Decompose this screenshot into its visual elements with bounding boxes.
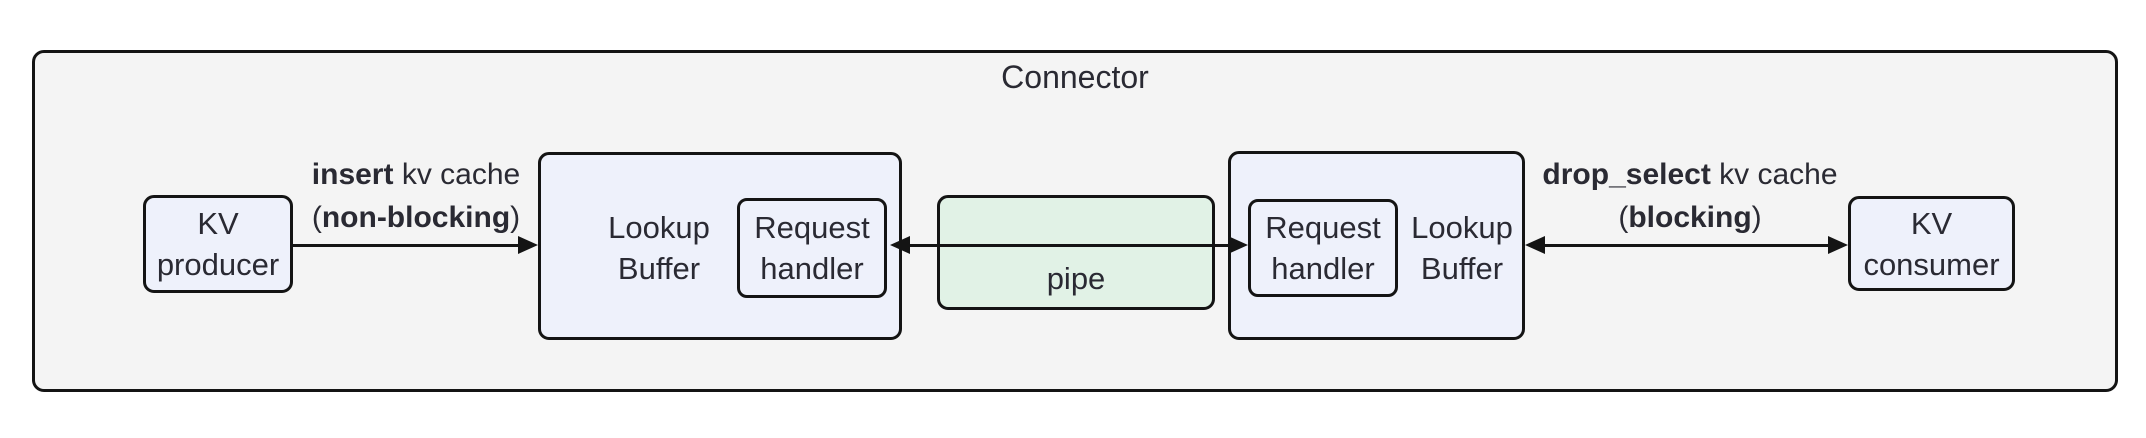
- lookup-buffer-right-label-line1: Lookup: [1411, 210, 1513, 245]
- lookup-buffer-left-label-line1: Lookup: [608, 210, 710, 245]
- drop-select-edge-label-line1: drop_select kv cache: [1542, 158, 1838, 191]
- drop-select-arrow-line: [1543, 244, 1830, 247]
- kv-producer-label-line1: KV: [197, 206, 239, 241]
- request-handler-left-label-line2: handler: [760, 251, 864, 286]
- connector-title: Connector: [1001, 59, 1149, 95]
- request-handler-left-node: Request handler: [737, 198, 887, 298]
- request-handler-left-label-line1: Request: [754, 210, 870, 245]
- lookup-buffer-left-label-line2: Buffer: [617, 251, 701, 286]
- lookup-buffer-left-node: Lookup Buffer Request handler: [538, 152, 902, 340]
- lookup-buffer-right-node: Request handler Lookup Buffer: [1228, 151, 1525, 340]
- drop-select-edge-label: drop_select kv cache (blocking): [1528, 153, 1852, 239]
- kv-consumer-label-line2: consumer: [1863, 246, 2000, 282]
- insert-edge-label-line2: (non-blocking): [311, 201, 521, 234]
- lookup-buffer-right-label: Lookup Buffer: [1401, 199, 1523, 297]
- insert-edge-label-line1: insert kv cache: [311, 158, 521, 191]
- kv-producer-label-line2: producer: [156, 247, 280, 282]
- request-handler-right-label-line1: Request: [1265, 210, 1381, 245]
- pipe-arrow-line: [908, 244, 1230, 247]
- lookup-buffer-left-label: Lookup Buffer: [579, 198, 739, 298]
- drop-select-edge-label-line2: (blocking): [1618, 201, 1762, 234]
- pipe-arrowhead-right-icon: [1228, 236, 1248, 254]
- drop-select-arrowhead-left-icon: [1525, 236, 1545, 254]
- pipe-arrowhead-left-icon: [890, 236, 910, 254]
- kv-consumer-label-line1: KV: [1910, 205, 1953, 241]
- pipe-node: pipe: [937, 195, 1215, 310]
- lookup-buffer-right-label-line2: Buffer: [1420, 251, 1504, 286]
- pipe-label: pipe: [1046, 261, 1106, 296]
- insert-arrow-line: [293, 244, 520, 247]
- kv-consumer-node: KV consumer: [1848, 196, 2015, 291]
- insert-edge-label: insert kv cache (non-blocking): [276, 153, 556, 239]
- insert-arrowhead-icon: [518, 236, 538, 254]
- request-handler-right-node: Request handler: [1248, 199, 1398, 297]
- request-handler-right-label-line2: handler: [1271, 251, 1375, 286]
- kv-producer-node: KV producer: [143, 195, 293, 293]
- drop-select-arrowhead-right-icon: [1828, 236, 1848, 254]
